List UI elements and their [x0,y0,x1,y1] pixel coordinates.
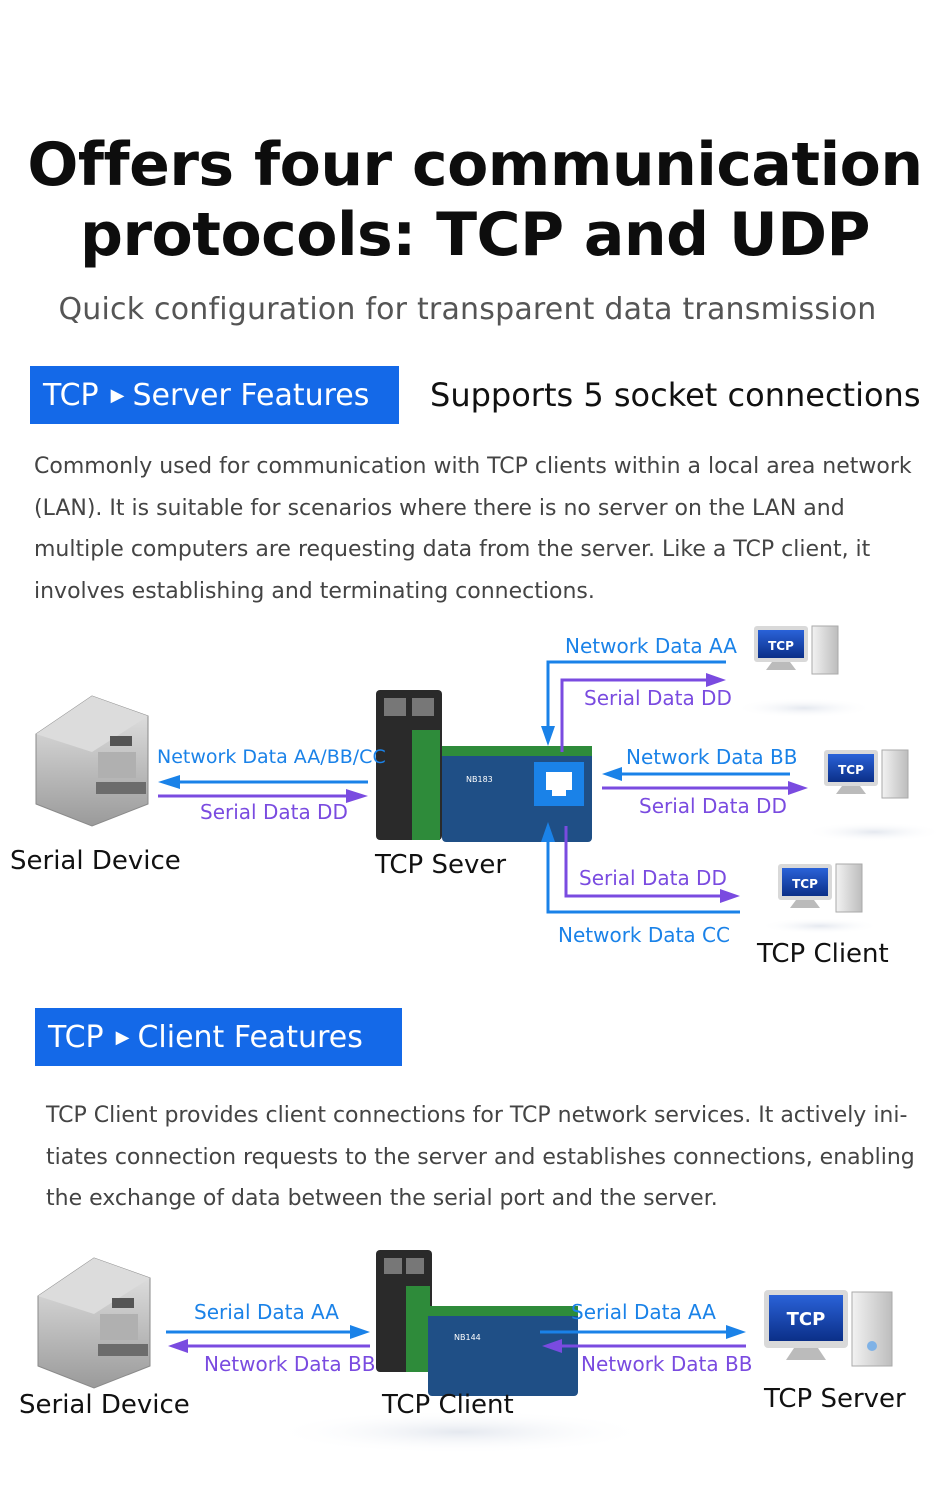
server-features-badge: TCP ▶ Server Features [30,366,399,424]
client-description: TCP Client provides client connections f… [46,1103,915,1211]
network-bracket [541,660,808,914]
title-line-2: protocols: TCP and UDP [80,200,870,270]
bot-serial-label: Serial Data DD [579,866,727,890]
left-serial-arrow [166,1325,370,1339]
tcp-server-label: TCP Server [764,1384,906,1414]
left-serial-arrow [158,789,368,803]
badge-protocol: TCP [48,1019,104,1055]
tcp-server-label: TCP Sever [375,850,507,880]
client-computer-icon-1: TCP [734,625,874,718]
left-serial-label: Serial Data DD [200,800,348,824]
tcp-client-label: TCP Client [382,1390,514,1420]
badge-feature: Client Features [137,1019,363,1055]
left-network-arrow [158,775,368,789]
monitor-tcp-label: TCP [768,639,794,653]
switch-icon [534,762,584,806]
server-description: Commonly used for communication with TCP… [34,454,912,604]
right-arrow-icon: ▶ [110,384,125,406]
serial-device-label: Serial Device [10,846,181,876]
floor-shadow [270,1410,650,1454]
right-serial-arrow [540,1325,746,1339]
client-features-badge: TCP ▶ Client Features [35,1008,402,1066]
client-computer-icon-3: TCP [760,863,880,934]
client-computer-icon-2: TCP [804,749,944,842]
page-title: Offers four communication protocols: TCP… [0,130,950,270]
monitor-tcp-label: TCP [792,877,818,891]
tcp-client-device-icon: NB144 [376,1250,578,1396]
bot-network-label: Network Data CC [558,923,730,947]
tcp-client-label: TCP Client [757,939,889,969]
right-network-label: Network Data BB [581,1352,753,1376]
left-network-arrow [168,1339,370,1353]
mid-serial-label: Serial Data DD [639,794,787,818]
monitor-tcp-label: TCP [787,1309,826,1330]
top-serial-label: Serial Data DD [584,686,732,710]
server-computer-icon: TCP [764,1290,893,1367]
left-network-label: Network Data AA/BB/CC [157,746,386,768]
device-model-label: NB144 [454,1333,481,1342]
left-network-label: Network Data BB [204,1352,376,1376]
page-subtitle: Quick configuration for transparent data… [58,292,877,327]
title-line-1: Offers four communication [27,130,923,200]
top-network-label: Network Data AA [565,634,737,658]
badge-protocol: TCP [43,377,99,413]
printer-icon [35,695,149,827]
printer-icon [37,1257,151,1389]
mid-network-label: Network Data BB [626,745,798,769]
monitor-tcp-label: TCP [838,763,864,777]
right-serial-label: Serial Data AA [571,1300,716,1324]
left-serial-label: Serial Data AA [194,1300,339,1324]
socket-support-note: Supports 5 socket connections [430,376,921,414]
device-model-label: NB183 [466,775,493,784]
serial-device-label: Serial Device [19,1390,190,1420]
badge-feature: Server Features [132,377,370,413]
right-arrow-icon: ▶ [115,1026,130,1048]
right-network-arrow [542,1339,746,1353]
